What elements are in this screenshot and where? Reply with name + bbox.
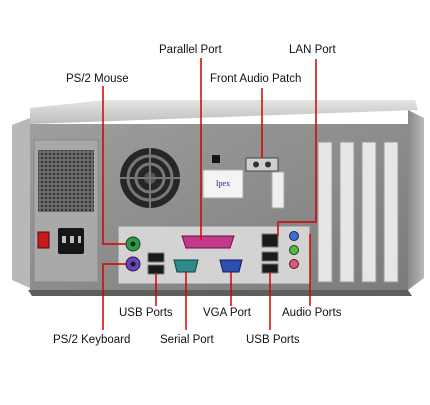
label-serial-port: Serial Port <box>160 334 214 346</box>
psu-power-socket-pin <box>62 236 66 243</box>
callout-line-ps2-keyboard <box>102 263 126 330</box>
usb-port-right-bottom <box>261 263 279 274</box>
ps2-mouse-port-center <box>130 241 136 247</box>
vga-port <box>219 259 243 273</box>
io-shield <box>117 225 311 285</box>
label-usb-ports-bottom: USB Ports <box>246 334 300 346</box>
usb-port-left-bottom <box>147 264 165 275</box>
audio-line-out-port <box>289 245 299 255</box>
label-usb-ports-left: USB Ports <box>119 307 173 319</box>
callout-line-lan-port <box>277 59 317 236</box>
front-audio-patch <box>245 157 279 172</box>
label-ps2-keyboard: PS/2 Keyboard <box>53 334 131 346</box>
label-parallel-port: Parallel Port <box>159 44 222 56</box>
chassis-right-side <box>408 110 424 290</box>
expansion-slot-bracket <box>383 141 399 283</box>
usb-port-right-top <box>261 251 279 262</box>
lan-port <box>261 233 279 248</box>
usb-port-left-top <box>147 252 165 263</box>
barcode-label <box>271 171 285 209</box>
psu-power-socket-pin <box>78 236 81 243</box>
expansion-slot-bracket <box>339 141 355 283</box>
chassis-left-side <box>12 118 30 288</box>
psu-power-switch <box>37 231 50 249</box>
audio-line-in-port <box>289 231 299 241</box>
label-vga-port: VGA Port <box>203 307 251 319</box>
serial-port <box>173 259 199 273</box>
padlock-slot <box>212 155 220 163</box>
chassis-top <box>30 100 418 124</box>
chassis-bottom-edge <box>28 290 412 296</box>
callout-lines <box>102 58 317 330</box>
front-audio-patch-jack <box>253 161 259 168</box>
audio-mic-port <box>289 259 299 269</box>
front-audio-patch-jack <box>265 161 271 168</box>
parallel-port <box>181 235 235 249</box>
expansion-slot-bracket <box>317 141 333 283</box>
ipex-sticker-brand: Ipex <box>216 179 230 188</box>
label-audio-ports: Audio Ports <box>282 307 342 319</box>
callout-line-ps2-mouse <box>102 86 126 245</box>
ps2-keyboard-port-center <box>130 261 136 267</box>
expansion-slot-bracket <box>361 141 377 283</box>
label-ps2-mouse: PS/2 Mouse <box>66 73 129 85</box>
label-front-audio-patch: Front Audio Patch <box>210 73 302 85</box>
ipex-sticker <box>202 169 244 199</box>
label-lan-port: LAN Port <box>289 44 336 56</box>
psu-vent-grid <box>38 150 94 212</box>
psu-power-socket-pin <box>70 236 74 243</box>
